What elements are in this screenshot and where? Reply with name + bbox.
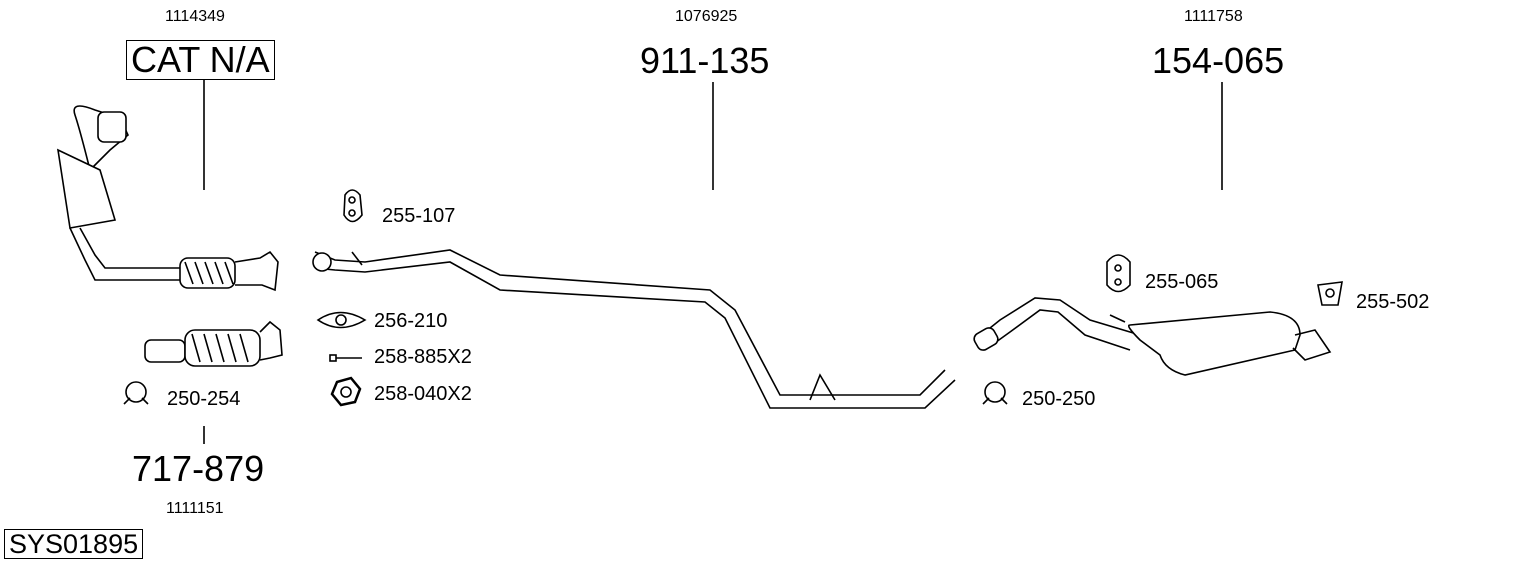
assembly-part-number: CAT N/A (126, 40, 275, 80)
assembly-part-number: 154-065 (1152, 40, 1285, 81)
fitting-label: 258-885X2 (374, 346, 472, 368)
fitting-label: 255-065 (1145, 271, 1219, 293)
fitting-label: 250-254 (167, 388, 241, 410)
assembly-ref: 1111151 (166, 500, 224, 517)
assembly-part-number: 911-135 (640, 40, 770, 81)
fitting-label: 255-502 (1356, 291, 1430, 313)
fitting-label: 258-040X2 (374, 383, 472, 405)
assembly-ref: 1114349 (165, 8, 225, 25)
rear-silencer-drawing (973, 297, 1332, 376)
fitting-label: 250-250 (1022, 388, 1096, 410)
clamp-icon (123, 381, 149, 405)
gasket-icon (316, 311, 367, 329)
clamp-icon (982, 381, 1008, 405)
nut-icon (330, 376, 362, 407)
flex-pipe-drawing (144, 320, 283, 367)
bolt-icon (329, 354, 362, 362)
fitting-label: 256-210 (374, 310, 448, 332)
system-code: SYS01895 (4, 529, 144, 560)
assembly-ref: 1111758 (1184, 8, 1243, 25)
middle-pipe-drawing (312, 249, 956, 409)
rubber-hanger-icon (1317, 281, 1343, 306)
rubber-hanger-icon (1106, 254, 1131, 293)
rubber-hanger-icon (343, 189, 363, 223)
catalytic-converter-drawing (56, 105, 279, 292)
assembly-ref: 1076925 (675, 8, 738, 25)
assembly-part-number: 717-879 (132, 448, 265, 489)
fitting-label: 255-107 (382, 205, 456, 227)
